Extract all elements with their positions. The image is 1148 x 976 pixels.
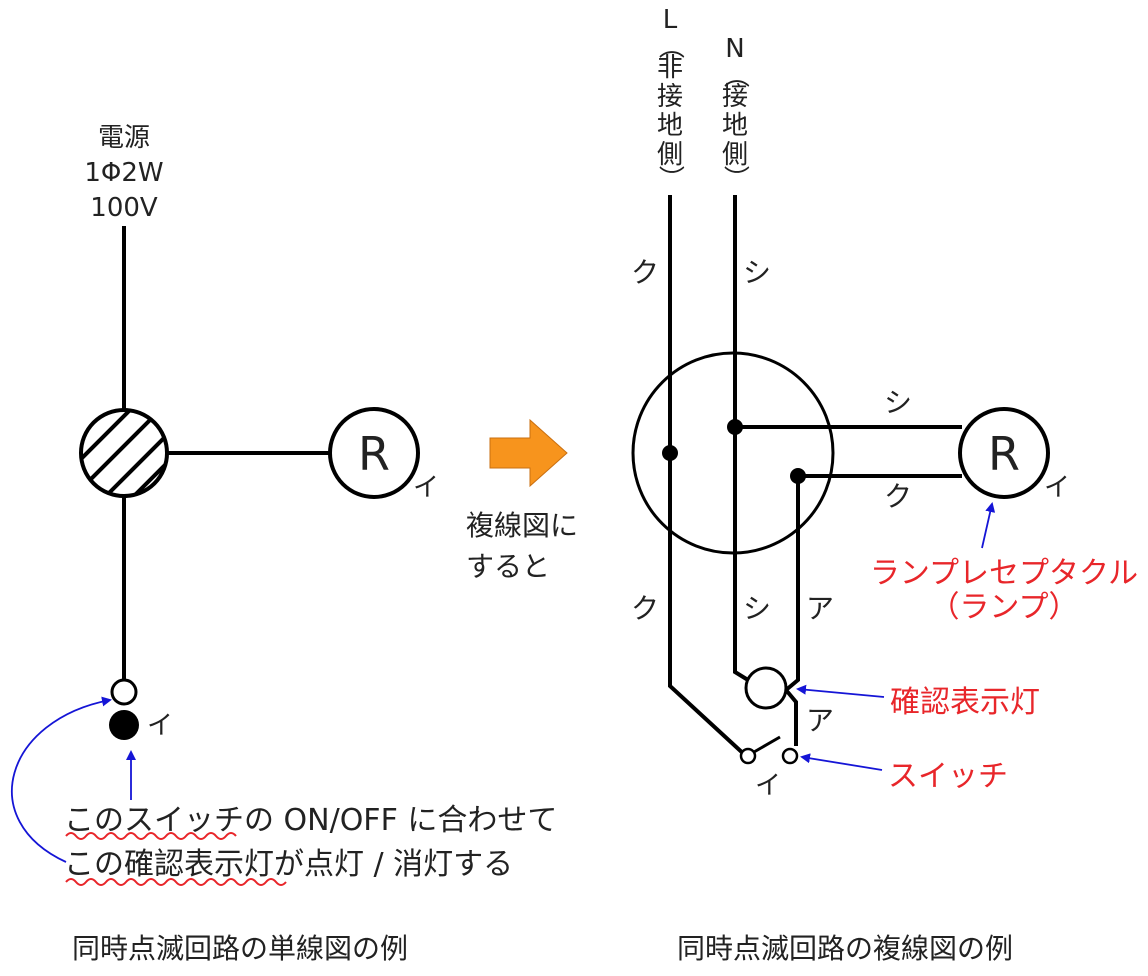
- switch-label: スイッチ: [888, 759, 1008, 794]
- mark-A-lower: ア: [806, 704, 834, 737]
- indicator-lamp: [744, 666, 788, 710]
- lamp-receptacle-sublabel: （ランプ）: [929, 590, 1078, 625]
- wire-L-sublabel: （ 非 接 地 側 ）: [655, 33, 685, 191]
- switch-tag: イ: [147, 711, 173, 741]
- switch-contact-left: [739, 747, 757, 765]
- lamp-receptacle-tag: イ: [1044, 473, 1070, 503]
- mark-lamp-top: シ: [884, 386, 912, 419]
- transition-text-line1: 複線図に: [466, 509, 578, 542]
- wire-N-sub-0: （: [720, 62, 750, 88]
- power-label-line3: 100V: [90, 193, 158, 223]
- pointer-arrow-indicator: [11, 696, 112, 863]
- wire-N: [733, 195, 750, 682]
- connection-dot-N: [727, 419, 743, 435]
- mark-N-top: シ: [743, 256, 771, 289]
- right-caption: 同時点滅回路の複線図の例: [677, 932, 1013, 965]
- wavy-underline-2: [65, 878, 287, 886]
- wire-L-sub-5: ）: [655, 165, 685, 191]
- mark-L-bottom: ク: [631, 592, 659, 625]
- wire-N-label: N: [725, 34, 744, 64]
- wire-L: [668, 195, 748, 758]
- left-caption: 同時点滅回路の単線図の例: [72, 932, 408, 965]
- indicator-lamp-symbol: [110, 678, 138, 706]
- wire-L-sub-4: 側: [657, 140, 683, 170]
- mark-N-bottom: シ: [743, 592, 771, 625]
- pointer-arrow-indicator: [796, 684, 885, 698]
- lamp-tag: イ: [413, 473, 439, 503]
- lamp-symbol-letter: R: [358, 427, 390, 481]
- pointer-arrow-lamp: [981, 502, 996, 549]
- switch-contact-right: [781, 747, 799, 765]
- wire-A-lower: [784, 688, 798, 746]
- transition-arrow-icon: [489, 418, 568, 488]
- wire-L-sub-3: 地: [657, 111, 683, 141]
- connection-dot-L: [662, 445, 678, 461]
- wire-N-sub-1: 接: [722, 82, 748, 112]
- power-label-line2: 1Φ2W: [84, 158, 163, 188]
- switch-tag: イ: [755, 771, 781, 801]
- wire-N-sublabel: （ 接 地 側 ）: [720, 62, 750, 191]
- single-line-diagram: 電源 1Φ2W 100V R イ イ このスイッチの ON/OFF に合わせて …: [11, 123, 557, 965]
- lamp-receptacle-symbol: [328, 407, 420, 499]
- switch-blade: [753, 735, 781, 754]
- note-line2: この確認表示灯が点灯 / 消灯する: [64, 847, 513, 882]
- wire-L-label: L: [663, 5, 678, 35]
- connection-dot-A: [790, 468, 806, 484]
- wire-L-sub-2: 接: [657, 82, 683, 112]
- multi-line-diagram: L （ 非 接 地 側 ） N （ 接 地 側 ）: [631, 5, 1138, 965]
- switch-symbol: [109, 710, 139, 740]
- wire-L-sub-0: （: [655, 33, 685, 59]
- power-label-line1: 電源: [98, 123, 150, 153]
- mark-A-upper: ア: [806, 592, 834, 625]
- lamp-receptacle: [958, 407, 1050, 499]
- transition: 複線図に すると: [466, 418, 578, 583]
- note-line1: このスイッチの ON/OFF に合わせて: [64, 803, 557, 838]
- wire-N-sub-2: 地: [722, 111, 748, 141]
- indicator-lamp-label: 確認表示灯: [890, 685, 1040, 720]
- wire-A-upper: [784, 476, 800, 692]
- lamp-receptacle-letter: R: [988, 427, 1020, 481]
- wire-L-sub-1: 非: [657, 53, 683, 83]
- transition-text-line2: すると: [466, 550, 550, 583]
- wire-N-sub-3: 側: [722, 140, 748, 170]
- mark-lamp-bottom: ク: [884, 480, 912, 513]
- junction-box-symbol: [79, 408, 169, 498]
- wire-N-sub-4: ）: [720, 165, 750, 191]
- lamp-receptacle-label: ランプレセプタクル: [870, 556, 1138, 591]
- wavy-underline-1: [65, 832, 237, 840]
- mark-L-top: ク: [631, 256, 659, 289]
- pointer-arrow-switch: [800, 753, 883, 771]
